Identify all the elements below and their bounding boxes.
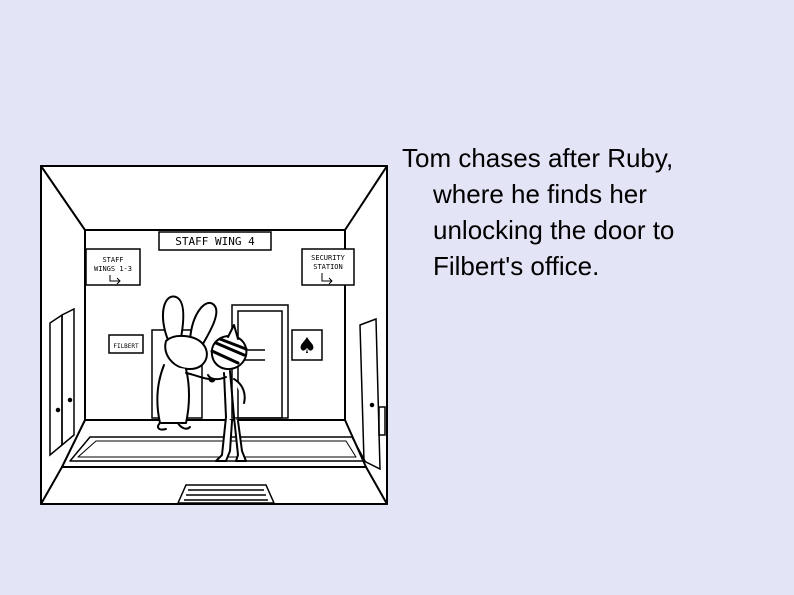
svg-text:STAFF: STAFF [102, 256, 123, 264]
caption-text: Tom chases after Ruby, where he finds he… [402, 140, 782, 284]
svg-text:WINGS 1-3: WINGS 1-3 [94, 265, 132, 273]
spade-icon: ♠ [297, 334, 317, 359]
caption-line-3: unlocking the door to [433, 215, 675, 245]
svg-text:STATION: STATION [313, 263, 343, 271]
comic-illustration: STAFF WING 4 STAFF WINGS 1-3 SECURITY ST… [40, 165, 388, 505]
panel-border [40, 165, 388, 505]
sign-staff-wing: STAFF WING 4 [158, 231, 272, 251]
svg-text:SECURITY: SECURITY [311, 254, 346, 262]
character-tom [207, 324, 248, 462]
spade-sign: ♠ [291, 329, 323, 361]
sign-filbert: FILBERT [108, 334, 144, 354]
caption-line-4: Filbert's office. [433, 251, 600, 281]
character-ruby [156, 295, 218, 431]
svg-text:FILBERT: FILBERT [113, 343, 139, 350]
sign-staff-wings: STAFF WINGS 1-3 [85, 248, 141, 286]
right-wall-door [359, 317, 386, 471]
arrow-icon [109, 275, 121, 285]
sign-staff-wing-text: STAFF WING 4 [175, 235, 255, 248]
left-wall-doors [49, 307, 75, 457]
caption-line-2: where he finds her [433, 179, 647, 209]
floor-vent [176, 484, 276, 504]
caption-line-1: Tom chases after Ruby, [402, 143, 674, 173]
sign-security-station: SECURITY STATION [301, 248, 355, 286]
arrow-icon [321, 273, 333, 285]
comic-panel: STAFF WING 4 STAFF WINGS 1-3 SECURITY ST… [40, 165, 388, 505]
